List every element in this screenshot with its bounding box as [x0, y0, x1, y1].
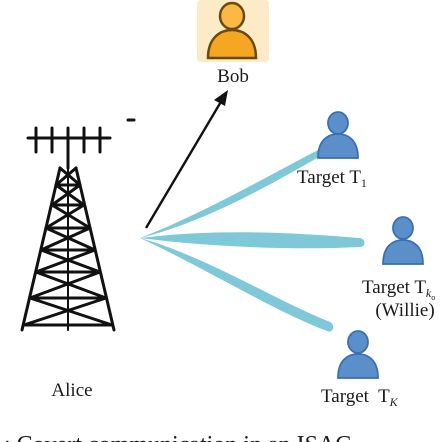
- bob-link-arrow: [144, 90, 228, 229]
- user-icon: [382, 216, 424, 265]
- target-k-label-text: Target T: [362, 277, 426, 298]
- target-1-subscript: 1: [361, 176, 367, 190]
- user-icon: [197, 0, 269, 62]
- target-K-label: Target TK: [321, 386, 399, 409]
- target-1-label-text: Target T: [297, 167, 361, 188]
- beam-to-target-K: [140, 238, 334, 332]
- alice-label: Alice: [51, 380, 92, 401]
- figure-caption: 1: Covert communication in an ISAC: [0, 432, 351, 442]
- bob-label: Bob: [217, 66, 249, 87]
- target-k-sub-subscript: o: [431, 293, 435, 302]
- beam-to-target-1: [140, 149, 321, 238]
- target-k-label: Target Tko: [362, 277, 435, 302]
- willie-label: (Willie): [375, 300, 434, 321]
- target-K-label-text: Target T: [321, 386, 390, 407]
- target-K-subscript: K: [389, 395, 399, 409]
- beam-to-target-k: [140, 232, 365, 249]
- user-icon: [337, 330, 379, 379]
- target-1-label: Target T1: [297, 167, 367, 190]
- user-icon: [317, 111, 359, 159]
- beam-group: [140, 149, 365, 332]
- radio-tower-icon: [20, 118, 136, 332]
- target-k-subscript: k: [426, 286, 432, 300]
